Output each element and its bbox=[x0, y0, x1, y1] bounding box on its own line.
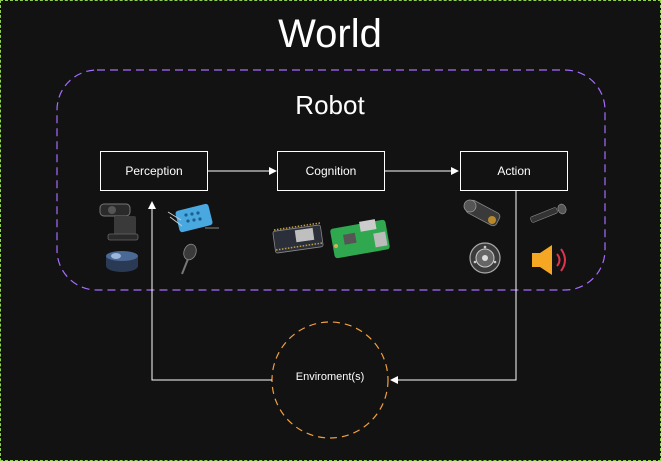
robot-boundary bbox=[56, 69, 606, 291]
action-node[interactable]: Action bbox=[460, 151, 568, 191]
edge-environment-perception bbox=[148, 201, 272, 381]
humidity-sensor-icon bbox=[167, 203, 219, 233]
webcam-icon bbox=[99, 203, 139, 241]
perception-node[interactable]: Perception bbox=[100, 151, 208, 191]
wheel-motor-icon bbox=[469, 242, 501, 274]
edge-action-environment bbox=[390, 191, 517, 384]
microcontroller-board-icon bbox=[272, 222, 324, 254]
environment-label: Enviroment(s) bbox=[295, 371, 365, 383]
flashlight-icon bbox=[530, 203, 567, 223]
raspberry-pi-board-icon bbox=[330, 219, 390, 259]
robot-title: Robot bbox=[295, 90, 365, 120]
world-title: World bbox=[278, 12, 382, 56]
cognition-node[interactable]: Cognition bbox=[277, 151, 385, 191]
lidar-icon bbox=[106, 251, 138, 272]
microphone-icon bbox=[181, 243, 197, 275]
servo-motor-icon bbox=[463, 199, 501, 227]
speaker-icon bbox=[532, 245, 566, 275]
